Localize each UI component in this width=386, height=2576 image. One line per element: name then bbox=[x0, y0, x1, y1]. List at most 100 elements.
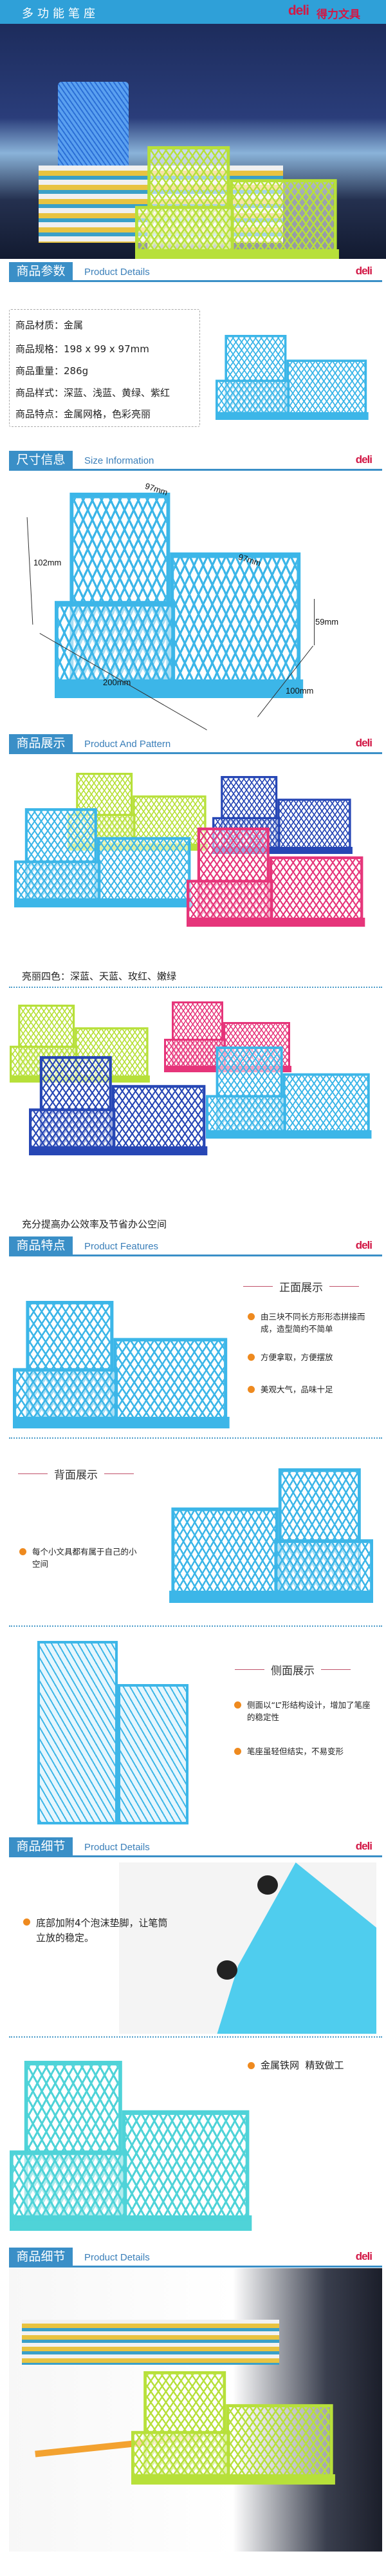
section-divider bbox=[9, 1855, 382, 1857]
organizer-sky-blue bbox=[14, 808, 194, 909]
section-divider bbox=[9, 1255, 382, 1256]
spec-weight: 商品重量：286g bbox=[15, 365, 89, 377]
deli-logo: deli bbox=[355, 2250, 372, 2262]
spec-features: 商品特点：金属网格，色彩亮丽 bbox=[15, 408, 151, 420]
organizer-base bbox=[216, 412, 369, 420]
front-bullet-1: 由三块不同长方形形态拼接而成，造型简约不简单 bbox=[248, 1311, 367, 1335]
side-bullet-1: 侧面以“L”形结构设计，增加了笔座的稳定性 bbox=[234, 1699, 376, 1723]
pen-cup-image bbox=[58, 82, 129, 172]
front-view-heading: 正面展示 bbox=[243, 1278, 359, 1294]
dotted-divider bbox=[9, 1437, 382, 1439]
section-header-pattern: 商品展示 Product And Pattern deli bbox=[9, 734, 382, 754]
section-divider bbox=[9, 469, 382, 471]
organizer-base bbox=[169, 1591, 373, 1603]
organizer-base bbox=[131, 2474, 335, 2485]
dim-side-height: 59mm bbox=[315, 617, 339, 627]
section-label: 商品特点 bbox=[9, 1236, 73, 1255]
section-header-size: 尺寸信息 Size Information deli bbox=[9, 451, 382, 471]
bottom-detail-photo bbox=[119, 1862, 376, 2034]
organizer-box bbox=[282, 1073, 370, 1134]
organizer-box bbox=[226, 2404, 333, 2479]
side-view-heading: 侧面展示 bbox=[235, 1662, 351, 1678]
dotted-divider bbox=[9, 987, 382, 988]
organizer-base bbox=[10, 2215, 252, 2231]
organizer-box bbox=[286, 359, 367, 415]
spec-styles: 商品样式：深蓝、浅蓝、黄绿、紫红 bbox=[15, 387, 170, 399]
front-view-title: 正面展示 bbox=[279, 1282, 323, 1294]
organizer-image bbox=[135, 146, 341, 259]
back-view-title: 背面展示 bbox=[54, 1469, 98, 1482]
organizer-base bbox=[187, 918, 365, 927]
organizer-box bbox=[96, 837, 191, 902]
deli-logo: deli bbox=[355, 1239, 372, 1251]
craft-bullet-1: 金属铁网 精致做工 bbox=[248, 2060, 376, 2072]
organizer-box bbox=[113, 1338, 228, 1422]
dim-line-side bbox=[314, 599, 315, 645]
organizer-base bbox=[29, 1146, 208, 1155]
section-subtitle: Size Information bbox=[84, 455, 154, 466]
efficiency-caption: 充分提高办公效率及节省办公空间 bbox=[22, 1218, 167, 1230]
section-header-features: 商品特点 Product Features deli bbox=[9, 1236, 382, 1256]
section-divider bbox=[9, 2266, 382, 2268]
spec-material: 商品材质：金属 bbox=[15, 319, 84, 331]
organizer-box bbox=[269, 856, 363, 922]
section-subtitle: Product Features bbox=[84, 1241, 159, 1252]
section-label: 商品参数 bbox=[9, 262, 73, 280]
page-title: 多功能笔座 bbox=[22, 7, 99, 21]
side-view-image-tall bbox=[37, 1641, 118, 1824]
organizer-base bbox=[13, 1417, 230, 1428]
organizer-box bbox=[230, 179, 337, 254]
organizer-tray bbox=[131, 2430, 230, 2479]
deli-logo: deli bbox=[355, 1840, 372, 1852]
deli-logo-cn: 得力文具 bbox=[317, 8, 360, 21]
organizer-tray bbox=[206, 1095, 286, 1134]
section-divider bbox=[9, 752, 382, 754]
hero-photo bbox=[0, 24, 386, 259]
book-stack-image bbox=[22, 2320, 279, 2365]
side-bullet-2: 笔座虽轻但结实，不易变形 bbox=[234, 1745, 376, 1757]
top-banner: 多功能笔座 deli 得力文具 bbox=[0, 0, 386, 24]
dotted-divider bbox=[9, 1625, 382, 1627]
section-subtitle: Product And Pattern bbox=[84, 739, 171, 750]
side-view-image-short bbox=[118, 1684, 188, 1824]
organizer-tray bbox=[187, 880, 273, 922]
section-subtitle: Product Details bbox=[84, 2252, 150, 2263]
organizer-tray bbox=[14, 860, 101, 902]
lifestyle-photo bbox=[9, 2268, 382, 2552]
spec-box: 商品材质：金属 商品规格：198 x 99 x 97mm 商品重量：286g 商… bbox=[9, 309, 200, 427]
back-view-heading: 背面展示 bbox=[18, 1466, 134, 1482]
organizer-tray bbox=[13, 1368, 118, 1422]
organizer-base bbox=[206, 1130, 372, 1139]
organizer-tray bbox=[10, 2150, 127, 2222]
section-header-details: 商品细节 Product Details deli bbox=[9, 1837, 382, 1857]
section-label: 商品细节 bbox=[9, 2248, 73, 2266]
organizer-box bbox=[171, 1507, 279, 1596]
organizer-tray bbox=[216, 379, 290, 415]
section-label: 尺寸信息 bbox=[9, 451, 73, 469]
foam-pad-icon bbox=[257, 1875, 278, 1895]
front-bullet-3: 美观大气，品味十足 bbox=[248, 1383, 367, 1396]
organizer-base bbox=[135, 249, 339, 259]
dim-line-height bbox=[26, 517, 33, 625]
section-label: 商品展示 bbox=[9, 734, 73, 752]
product-image-blue bbox=[216, 335, 370, 421]
dotted-divider bbox=[9, 2036, 382, 2038]
organizer-box bbox=[170, 552, 301, 687]
back-bullet-1: 每个小文具都有属于自己的小空间 bbox=[19, 1546, 138, 1570]
section-subtitle: Product Details bbox=[84, 1842, 150, 1853]
deli-logo: deli bbox=[288, 3, 309, 18]
dim-length: 200mm bbox=[103, 677, 131, 687]
bottom-bullet-1: 底部加附4个泡沫垫脚，让笔筒立放的稳定。 bbox=[23, 1916, 171, 1946]
section-subtitle: Product Details bbox=[84, 267, 150, 278]
organizer-box bbox=[122, 2110, 250, 2222]
organizer-tray bbox=[135, 205, 234, 254]
deli-logo: deli bbox=[355, 453, 372, 466]
organizer-navy-2 bbox=[29, 1056, 209, 1157]
organizer-box bbox=[111, 1084, 206, 1150]
organizer-base bbox=[55, 679, 304, 698]
front-view-image bbox=[13, 1301, 232, 1431]
front-bullet-2: 方便拿取，方便摆放 bbox=[248, 1351, 367, 1363]
section-header-params: 商品参数 Product Details deli bbox=[9, 262, 382, 282]
organizer-tray bbox=[29, 1108, 116, 1150]
organizer-lime-image bbox=[131, 2371, 337, 2486]
